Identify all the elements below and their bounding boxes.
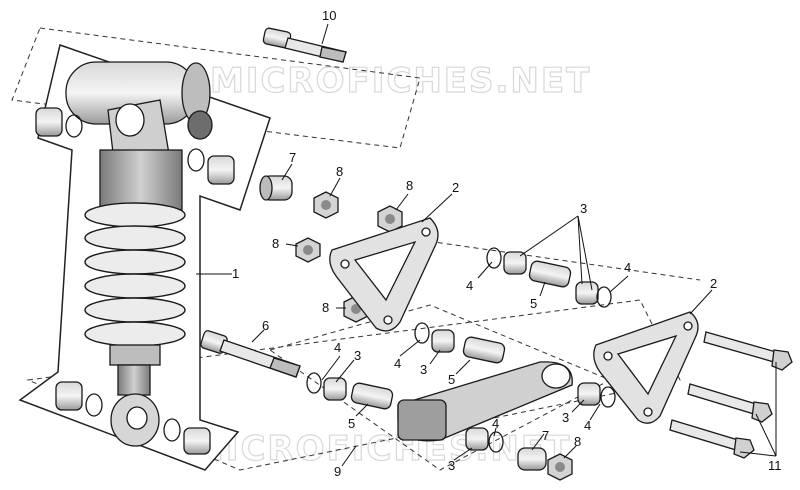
callout-3-c: 3: [354, 348, 361, 363]
callout-7-bottom: 7: [542, 428, 549, 443]
callout-8-c: 8: [272, 236, 279, 251]
callout-2-left: 2: [452, 180, 459, 195]
callout-10: 10: [322, 8, 336, 23]
callout-4-f: 4: [492, 416, 499, 431]
group-outline-top: [11, 27, 421, 149]
bolt-6: [200, 330, 301, 378]
bearings-seals-spacers: [306, 247, 616, 471]
callout-9: 9: [334, 464, 341, 479]
callout-4-c: 4: [394, 356, 401, 371]
callout-4-a: 4: [466, 278, 473, 293]
callout-1: 1: [232, 266, 239, 281]
bushing-7-top: [259, 175, 293, 201]
triangle-plate-2-right: [593, 311, 699, 424]
callout-5-left: 5: [348, 416, 355, 431]
shock-absorber: [65, 61, 213, 447]
callout-3-e: 3: [448, 458, 455, 473]
triangle-plate-2-left: [329, 217, 439, 332]
callout-2-right: 2: [710, 276, 717, 291]
nuts-8: [295, 191, 573, 481]
callout-labels: 10 7 8 8 8 8 2 3 4 4 5 1 6 4 3 4 3 5 5 4…: [232, 8, 782, 479]
dash-line-right: [419, 239, 701, 281]
callout-8-a: 8: [336, 164, 343, 179]
callout-5-mid: 5: [448, 372, 455, 387]
watermark-top: MICROFICHES.NET: [210, 61, 591, 101]
bolts-11: [669, 331, 793, 459]
watermark-bottom: MICROFICHES.NET: [190, 429, 571, 469]
linkage-arm-9: [397, 361, 573, 442]
callout-4-d: 4: [334, 340, 341, 355]
callout-8-e: 8: [574, 434, 581, 449]
callout-8-b: 8: [406, 178, 413, 193]
callout-3-d: 3: [562, 410, 569, 425]
adjuster-knob: [187, 110, 213, 140]
shock-bushings: [35, 107, 235, 455]
leader-lines: [196, 23, 777, 467]
group-outline-bottom: [26, 299, 681, 471]
coil-spring: [84, 202, 186, 347]
callout-11: 11: [768, 458, 782, 473]
callout-4-b: 4: [624, 260, 631, 275]
callout-8-d: 8: [322, 300, 329, 315]
callout-5-top: 5: [530, 296, 537, 311]
callout-3-top: 3: [580, 201, 587, 216]
callout-4-e: 4: [584, 418, 591, 433]
callout-6: 6: [262, 318, 269, 333]
bolt-10: [262, 27, 347, 63]
callout-3-b: 3: [420, 362, 427, 377]
callout-7-top: 7: [289, 150, 296, 165]
